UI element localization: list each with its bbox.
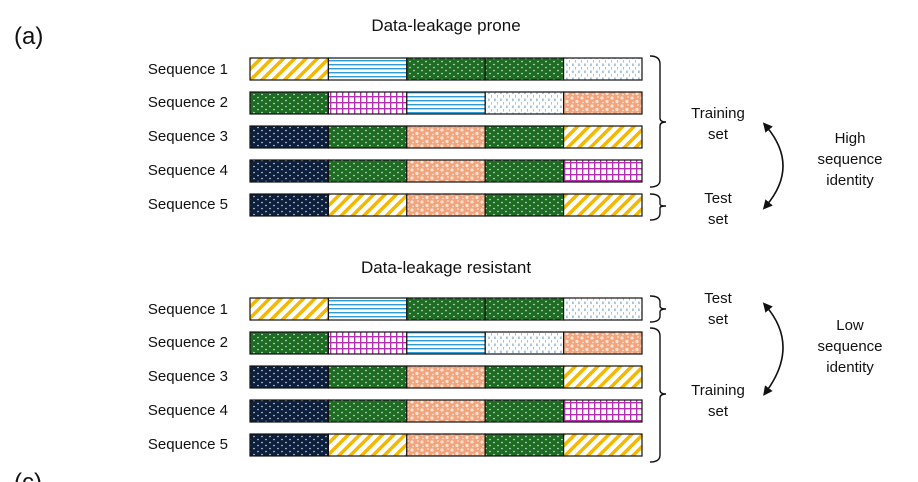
- sequence-block-navy: [249, 159, 330, 183]
- sequence-block-navy: [249, 433, 330, 457]
- set-label: set: [708, 126, 729, 143]
- sequence-label: Sequence 5: [148, 196, 228, 213]
- set-label: set: [708, 211, 729, 228]
- sequence-block-green: [484, 433, 565, 457]
- test-set-brace: [649, 193, 667, 221]
- section-title: Data-leakage prone: [371, 16, 520, 35]
- sequence-block-green: [484, 297, 565, 321]
- sequence-block-hatch: [562, 125, 643, 149]
- panel-label: (a): [14, 23, 43, 50]
- sequence-block-navy: [249, 399, 330, 423]
- sequence-block-hatch: [562, 433, 643, 457]
- sequence-label: Sequence 2: [148, 94, 228, 111]
- set-label: Test: [704, 290, 732, 307]
- sequence-block-check: [327, 331, 408, 355]
- sequence-block-stripe: [327, 57, 408, 81]
- sequence-label: Sequence 5: [148, 436, 228, 453]
- sequence-block-green: [406, 297, 486, 321]
- sequence-block-hatch: [327, 193, 408, 217]
- sequence-block-stripe: [406, 91, 486, 115]
- set-label: set: [708, 311, 729, 328]
- section-title: Data-leakage resistant: [361, 258, 531, 277]
- sequence-block-green: [249, 331, 330, 355]
- sequence-block-check: [327, 91, 408, 115]
- sequence-block-hatch: [562, 365, 643, 389]
- sequence-block-stripe: [327, 297, 408, 321]
- leakage-resistant-section: Data-leakage resistant Sequence 1 Sequen…: [148, 258, 883, 463]
- sequence-block-navy: [249, 125, 330, 149]
- comparison-arrow: [762, 122, 784, 210]
- sequence-block-salmon: [406, 125, 486, 149]
- sequence-label: Sequence 4: [148, 402, 228, 419]
- sequence-block-salmon: [406, 433, 486, 457]
- training-set-brace: [649, 327, 667, 463]
- sequence-blocks: [249, 297, 643, 457]
- sequence-block-stripe: [406, 331, 486, 355]
- sequence-block-hatch: [249, 57, 330, 81]
- identity-label: sequence: [817, 151, 882, 168]
- sequence-block-salmon: [562, 331, 643, 355]
- set-label: Training: [691, 105, 745, 122]
- identity-label: identity: [826, 172, 874, 189]
- sequence-block-green: [327, 399, 408, 423]
- sequence-block-green: [484, 399, 565, 423]
- sequence-block-green: [406, 57, 486, 81]
- sequence-block-salmon: [406, 159, 486, 183]
- sequence-block-dash: [562, 57, 643, 81]
- sequence-label: Sequence 1: [148, 61, 228, 78]
- sequence-block-salmon: [406, 193, 486, 217]
- identity-label: High: [835, 130, 866, 147]
- sequence-label: Sequence 3: [148, 368, 228, 385]
- sequence-block-green: [484, 125, 565, 149]
- set-label: set: [708, 403, 729, 420]
- sequence-label: Sequence 1: [148, 301, 228, 318]
- sequence-block-dash: [484, 331, 565, 355]
- sequence-block-green: [484, 57, 565, 81]
- sequence-block-green: [484, 193, 565, 217]
- sequence-label: Sequence 3: [148, 128, 228, 145]
- sequence-block-green: [484, 159, 565, 183]
- sequence-block-green: [484, 365, 565, 389]
- sequence-block-salmon: [406, 399, 486, 423]
- sequence-block-green: [327, 365, 408, 389]
- test-set-brace: [649, 295, 667, 323]
- sequence-label: Sequence 4: [148, 162, 228, 179]
- sequence-block-check: [562, 159, 643, 183]
- sequence-block-hatch: [249, 297, 330, 321]
- set-label: Test: [704, 190, 732, 207]
- sequence-block-hatch: [327, 433, 408, 457]
- identity-label: Low: [836, 317, 864, 334]
- sequence-block-salmon: [562, 91, 643, 115]
- set-label: Training: [691, 382, 745, 399]
- sequence-block-navy: [249, 365, 330, 389]
- leakage-prone-section: Data-leakage prone Sequence 1 Sequence 2…: [148, 16, 883, 228]
- sequence-block-hatch: [562, 193, 643, 217]
- sequence-label: Sequence 2: [148, 334, 228, 351]
- sequence-block-green: [249, 91, 330, 115]
- comparison-arrow: [762, 302, 784, 396]
- identity-label: sequence: [817, 338, 882, 355]
- sequence-blocks: [249, 57, 643, 217]
- next-panel-label: (c): [14, 469, 42, 482]
- sequence-block-navy: [249, 193, 330, 217]
- sequence-block-check: [562, 399, 643, 423]
- sequence-block-dash: [484, 91, 565, 115]
- sequence-block-salmon: [406, 365, 486, 389]
- sequence-block-green: [327, 125, 408, 149]
- sequence-block-green: [327, 159, 408, 183]
- sequence-block-dash: [562, 297, 643, 321]
- identity-label: identity: [826, 359, 874, 376]
- training-set-brace: [649, 55, 667, 188]
